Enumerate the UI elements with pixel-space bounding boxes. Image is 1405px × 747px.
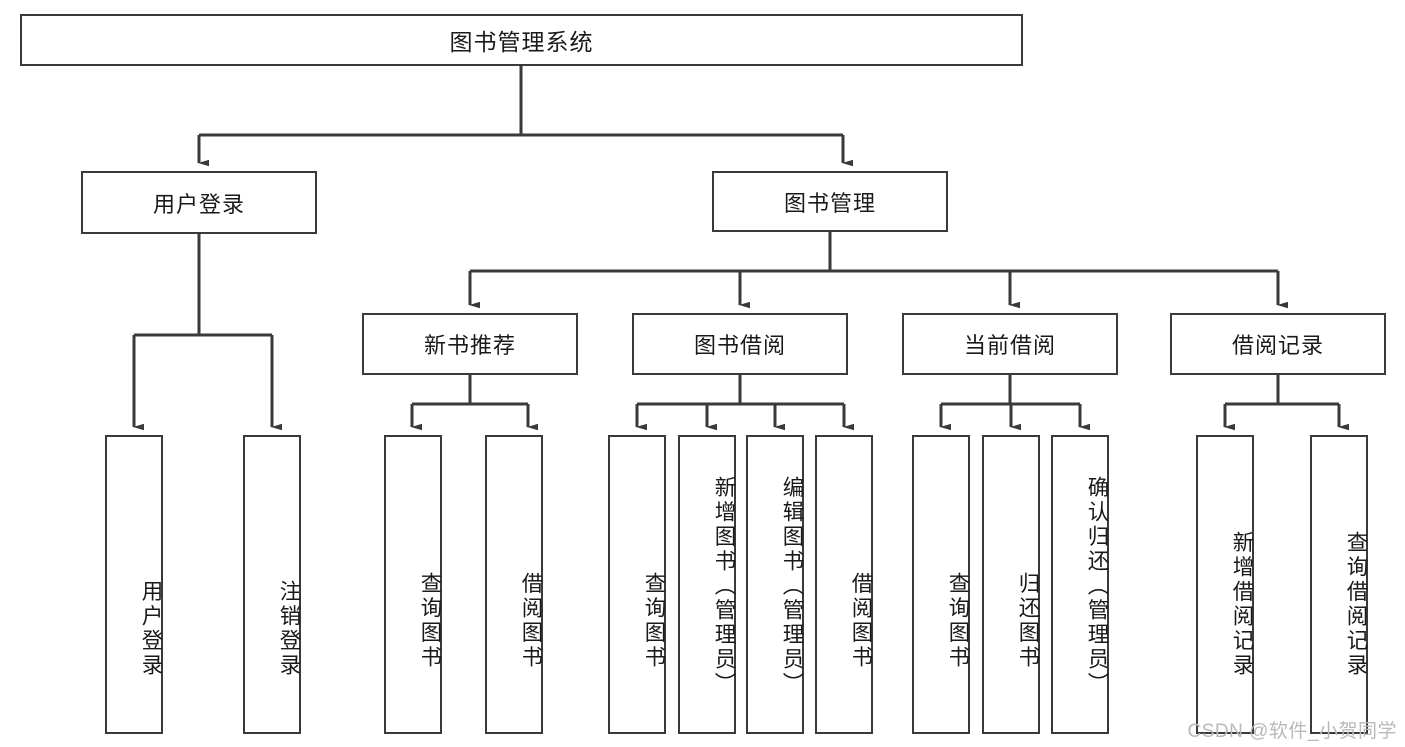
node-current-borrow[interactable]: 当前借阅 (902, 313, 1118, 375)
leaf-query-book-1-label: 查询图书 (418, 571, 442, 670)
leaf-user-login[interactable]: 用户登录 (105, 435, 163, 734)
node-borrow-record[interactable]: 借阅记录 (1170, 313, 1386, 375)
leaf-add-book[interactable]: 新增图书（管理员） (678, 435, 736, 734)
leaf-confirm-return[interactable]: 确认归还（管理员） (1051, 435, 1109, 734)
node-root[interactable]: 图书管理系统 (20, 14, 1023, 66)
leaf-query-book-3-label: 查询图书 (946, 571, 970, 670)
node-new-book-recommend-label: 新书推荐 (423, 333, 516, 358)
leaf-logout-label: 注销登录 (277, 579, 301, 678)
leaf-query-book-2-label: 查询图书 (642, 571, 666, 670)
leaf-user-login-label: 用户登录 (139, 579, 163, 678)
node-book-manage-label: 图书管理 (783, 190, 876, 216)
node-book-manage[interactable]: 图书管理 (712, 171, 948, 232)
leaf-query-book-1[interactable]: 查询图书 (384, 435, 442, 734)
node-user-login-label: 用户登录 (152, 191, 245, 217)
leaf-query-book-3[interactable]: 查询图书 (912, 435, 970, 734)
leaf-add-record[interactable]: 新增借阅记录 (1196, 435, 1254, 734)
node-root-label: 图书管理系统 (449, 29, 594, 55)
leaf-edit-book[interactable]: 编辑图书（管理员） (746, 435, 804, 734)
node-current-borrow-label: 当前借阅 (963, 333, 1056, 358)
node-new-book-recommend[interactable]: 新书推荐 (362, 313, 578, 375)
node-book-borrow-label: 图书借阅 (693, 333, 786, 358)
node-book-borrow[interactable]: 图书借阅 (632, 313, 848, 375)
leaf-borrow-book-1[interactable]: 借阅图书 (485, 435, 543, 734)
leaf-logout[interactable]: 注销登录 (243, 435, 301, 734)
leaf-borrow-book-1-label: 借阅图书 (519, 571, 543, 670)
leaf-return-book-label: 归还图书 (1016, 571, 1040, 670)
leaf-add-record-label: 新增借阅记录 (1230, 531, 1254, 678)
node-user-login[interactable]: 用户登录 (81, 171, 317, 234)
leaf-return-book[interactable]: 归还图书 (982, 435, 1040, 734)
leaf-borrow-book-2[interactable]: 借阅图书 (815, 435, 873, 734)
leaf-query-record-label: 查询借阅记录 (1344, 531, 1368, 678)
leaf-query-record[interactable]: 查询借阅记录 (1310, 435, 1368, 734)
leaf-borrow-book-2-label: 借阅图书 (849, 571, 873, 670)
node-borrow-record-label: 借阅记录 (1231, 333, 1324, 358)
leaf-edit-book-label: 编辑图书（管理员） (780, 476, 804, 697)
leaf-add-book-label: 新增图书（管理员） (712, 476, 736, 697)
leaf-confirm-return-label: 确认归还（管理员） (1085, 476, 1109, 697)
leaf-query-book-2[interactable]: 查询图书 (608, 435, 666, 734)
